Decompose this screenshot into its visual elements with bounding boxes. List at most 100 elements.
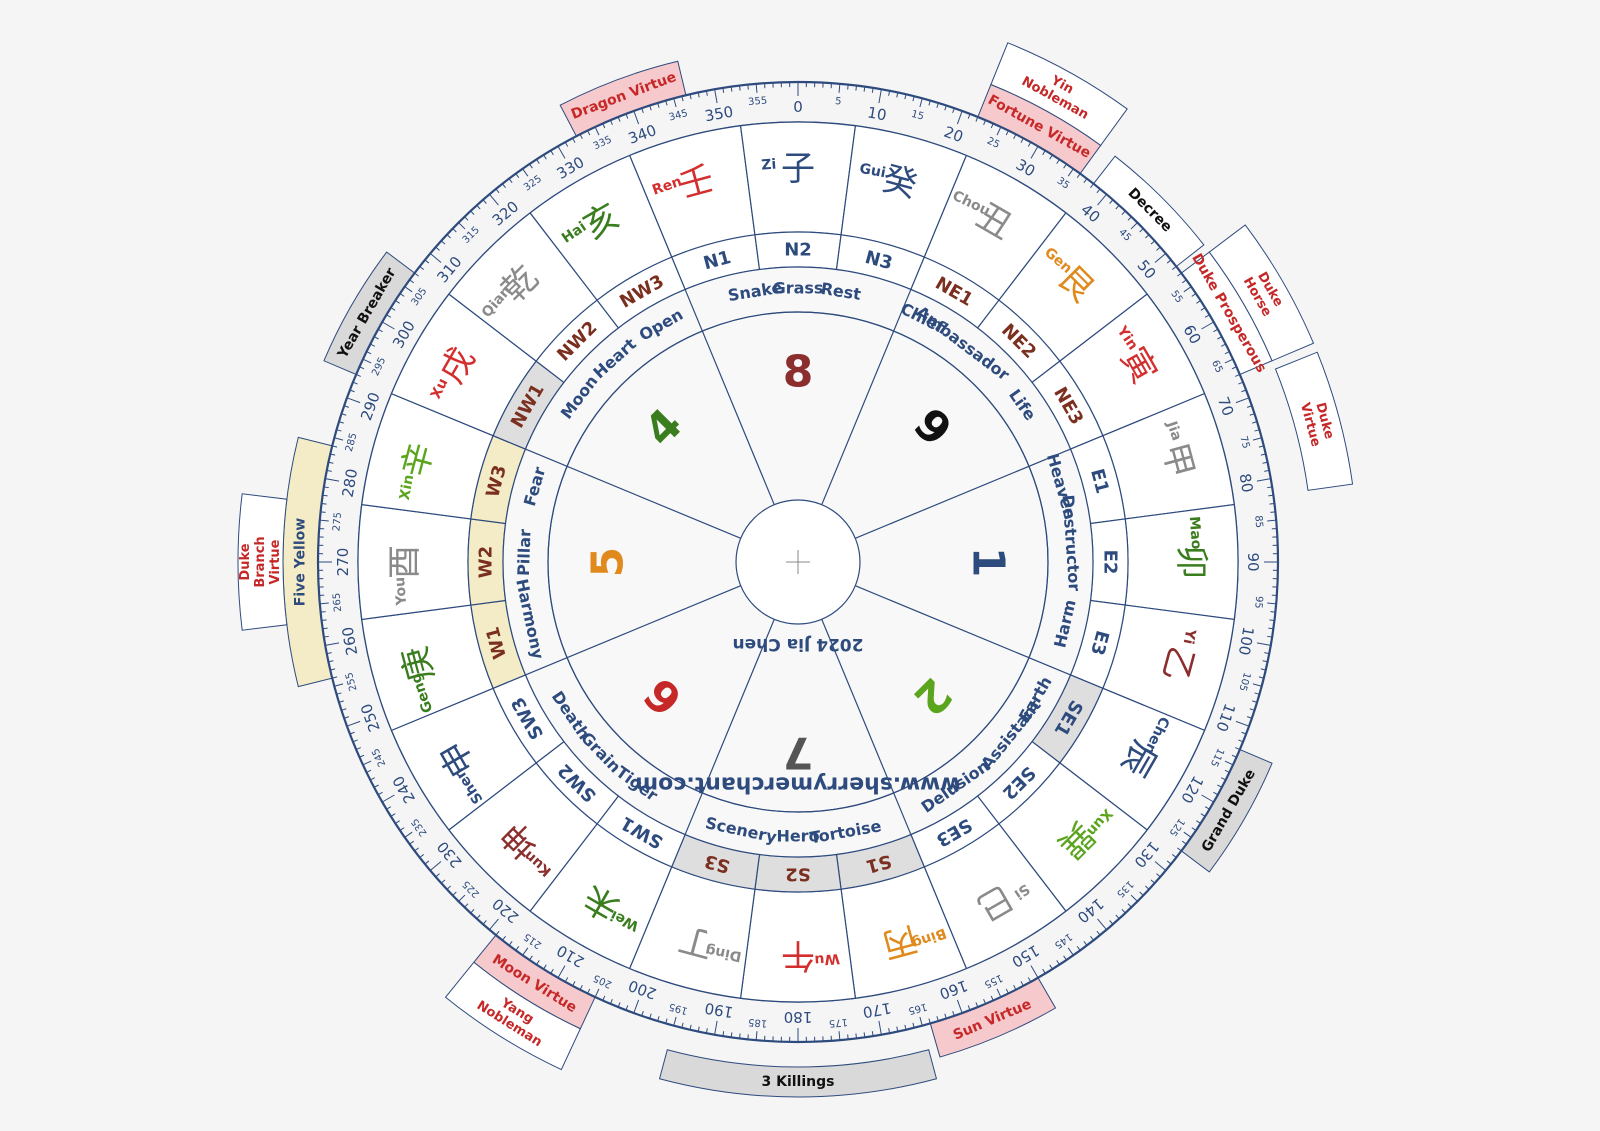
degree-label: 265 [331, 592, 344, 612]
degree-tick [1005, 130, 1009, 136]
degree-tick [730, 86, 733, 92]
degree-tick [1067, 947, 1074, 956]
degree-tick [649, 1013, 652, 1019]
degree-tick [755, 83, 758, 93]
degree-label: 340 [626, 121, 659, 148]
degree-tick [377, 791, 383, 796]
degree-tick [730, 1032, 733, 1038]
mountain-pinyin: You [392, 576, 410, 607]
degree-label: 355 [748, 95, 768, 108]
degree-label: 295 [370, 356, 388, 378]
degree-tick [489, 193, 499, 206]
degree-tick [495, 188, 500, 194]
degree-tick [609, 999, 613, 1005]
degree-label: 80 [1236, 472, 1257, 494]
mountain-chinese: 午 [781, 935, 815, 975]
degree-label: 90 [1244, 552, 1262, 571]
degree-tick [855, 1033, 857, 1039]
degree-label: 165 [907, 1000, 928, 1016]
degree-tick [1256, 478, 1271, 482]
degree-tick [414, 272, 419, 277]
degree-label: 190 [703, 999, 734, 1022]
degree-tick [625, 113, 629, 119]
degree-tick [1224, 769, 1230, 773]
degree-tick [355, 373, 361, 377]
degree-tick [697, 92, 700, 98]
sector-divider [820, 617, 912, 835]
degree-tick [912, 1022, 915, 1028]
degree-tick [435, 873, 440, 878]
degree-tick [1235, 720, 1250, 727]
degree-tick [1231, 754, 1237, 758]
degree-label: 105 [1236, 671, 1252, 692]
degree-tick [1213, 328, 1219, 333]
degree-label: 30 [1013, 155, 1039, 180]
degree-tick [328, 461, 334, 464]
degree-label: 325 [522, 174, 544, 194]
degree-tick [1183, 286, 1192, 293]
degree-tick [550, 968, 554, 974]
degree-tick [1254, 429, 1260, 432]
degree-tick [395, 820, 400, 824]
degree-label: 0 [793, 98, 803, 116]
degree-label: 335 [592, 134, 614, 152]
degree-tick [322, 494, 328, 497]
degree-label: 345 [668, 108, 689, 124]
degree-tick [564, 141, 569, 147]
sector-divider [853, 584, 1071, 676]
degree-tick [1083, 178, 1088, 183]
degree-tick [838, 83, 841, 93]
degree-tick [323, 486, 329, 489]
degree-tick [529, 955, 533, 961]
degree-tick [956, 999, 963, 1014]
degree-tick [1252, 700, 1258, 703]
mountain-pinyin: Wu [814, 950, 841, 968]
degree-tick [657, 1016, 660, 1022]
degree-label: 20 [942, 123, 966, 146]
degree-tick [495, 930, 500, 936]
degree-tick [325, 642, 340, 646]
degree-tick [446, 234, 451, 239]
degree-tick [1166, 860, 1172, 865]
degree-tick [1030, 965, 1039, 978]
degree-label: 115 [1208, 746, 1226, 768]
degree-tick [936, 1016, 939, 1022]
degree-tick [1130, 222, 1138, 230]
outer-label-text: Virtue [268, 539, 283, 584]
degree-tick [399, 827, 405, 831]
flying-star-number: 5 [583, 547, 634, 578]
degree-tick [1049, 964, 1053, 970]
degree-tick [1067, 168, 1074, 177]
degree-tick [557, 146, 566, 159]
degree-tick [1221, 777, 1226, 781]
degree-tick [1150, 240, 1156, 245]
degree-tick [326, 652, 332, 655]
degree-tick [928, 1018, 931, 1024]
degree-tick [983, 999, 987, 1005]
mountain-chinese: 酉 [385, 545, 425, 579]
degree-tick [1267, 602, 1277, 605]
degree-label: 5 [835, 96, 842, 108]
sector-divider [684, 289, 776, 507]
degree-tick [435, 246, 440, 251]
degree-tick [334, 683, 344, 687]
degree-tick [482, 199, 487, 204]
degree-tick [1145, 885, 1150, 890]
degree-tick [1076, 173, 1081, 179]
outer-label-text: Branch [253, 536, 268, 587]
degree-tick [1262, 461, 1268, 464]
degree-tick [1115, 914, 1120, 920]
degree-tick [319, 519, 329, 522]
degree-label: 145 [1052, 930, 1074, 950]
degree-tick [1083, 941, 1088, 946]
degree-label: 125 [1166, 816, 1186, 838]
degree-tick [1109, 920, 1114, 925]
degree-tick [689, 94, 692, 100]
degree-tick [1030, 146, 1039, 159]
flying-star-number: 8 [783, 347, 814, 398]
degree-tick [1145, 234, 1150, 239]
degree-tick [543, 154, 547, 160]
degree-tick [386, 314, 392, 318]
degree-tick [522, 947, 529, 956]
degree-tick [1249, 413, 1255, 416]
